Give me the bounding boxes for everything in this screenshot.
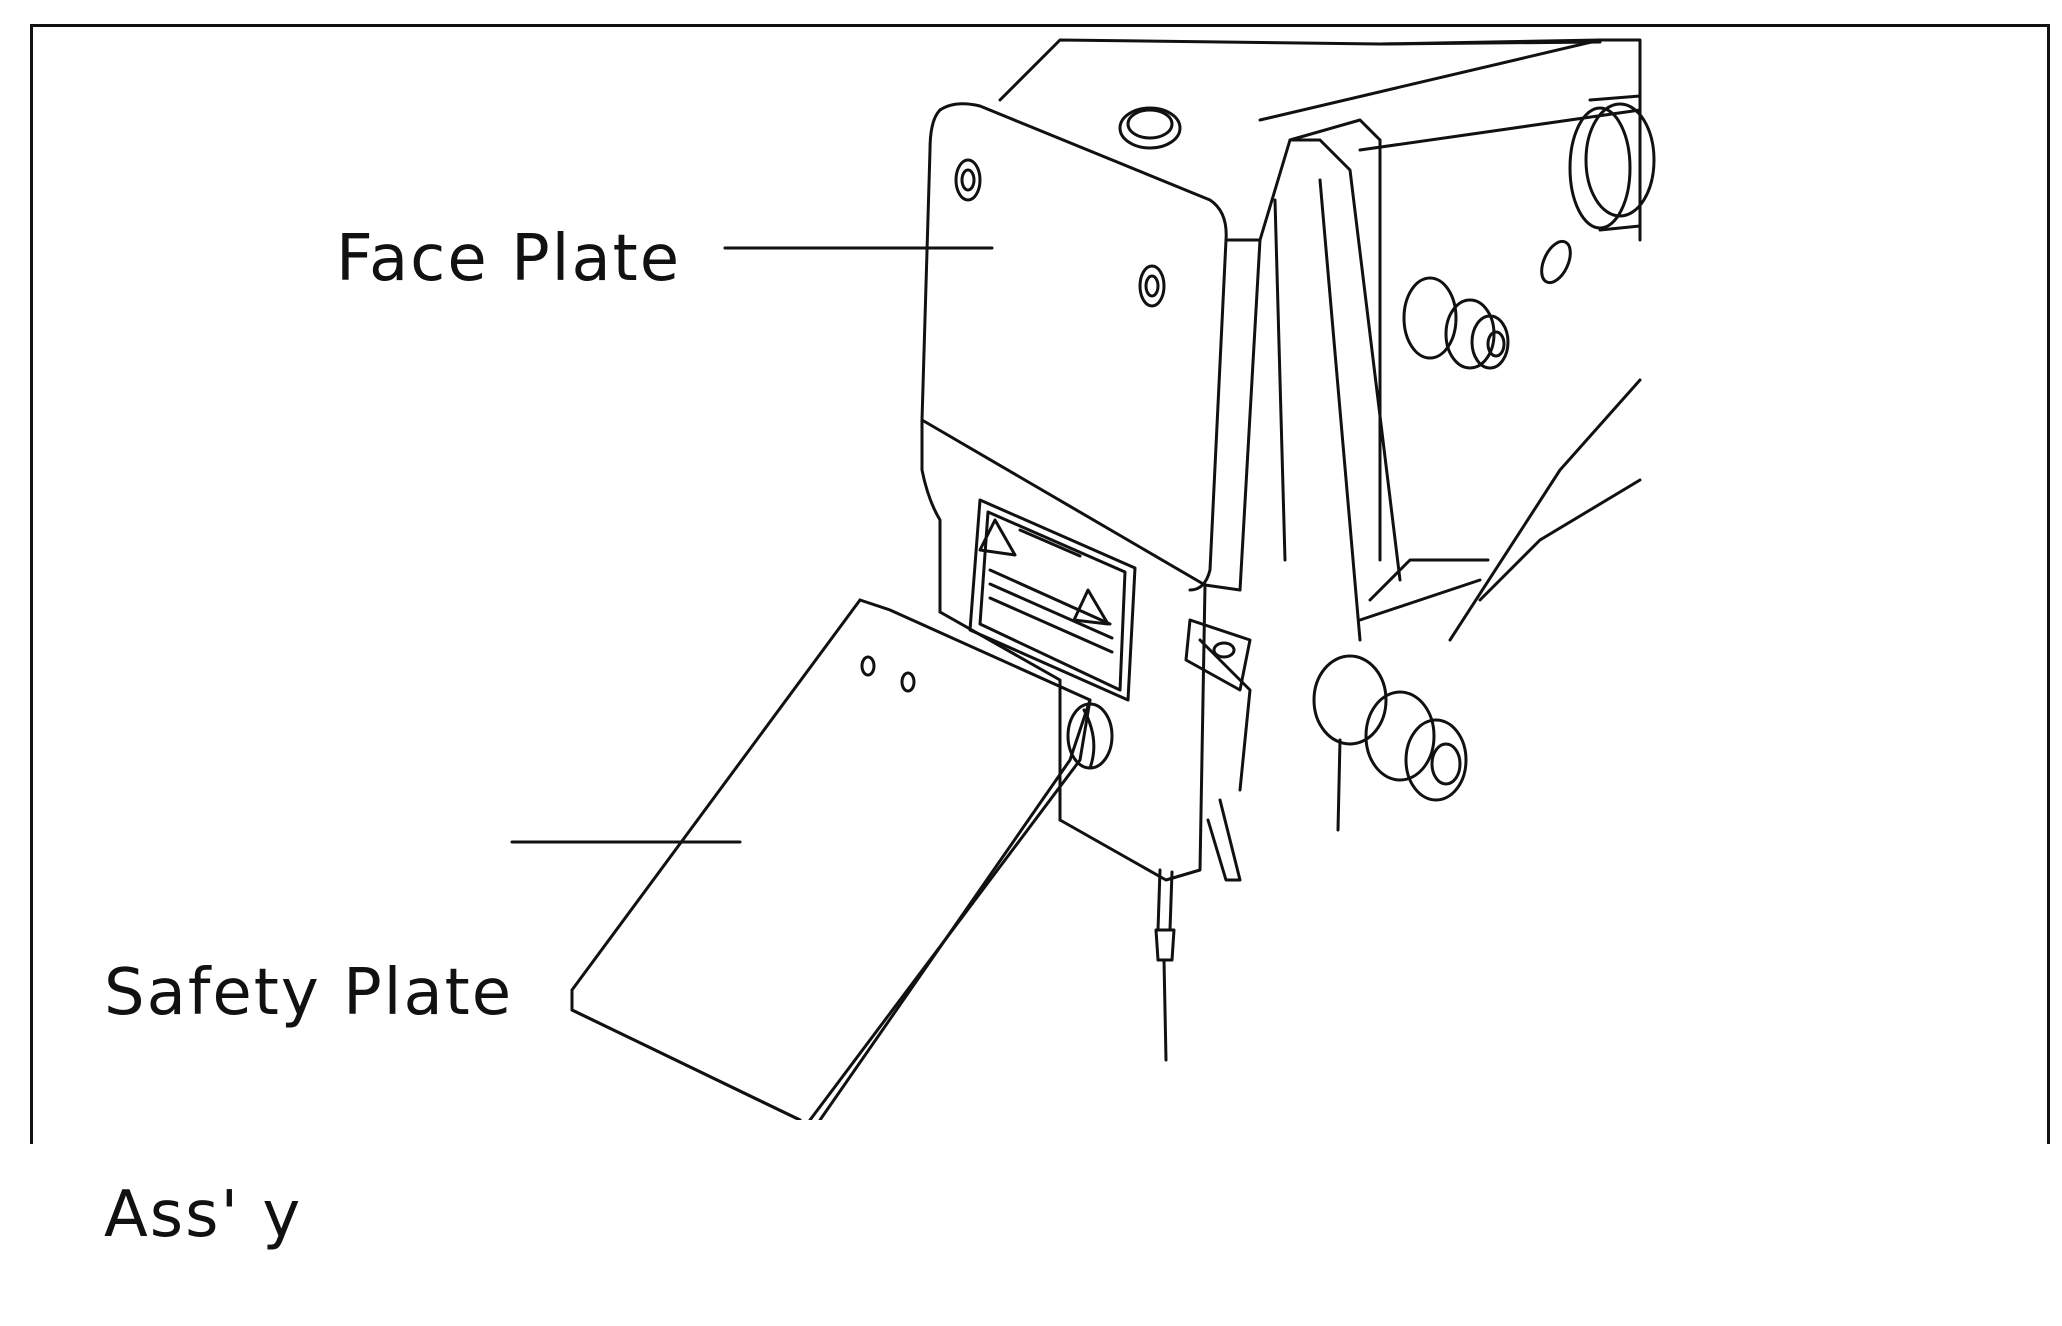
sewing-machine-illustration <box>510 38 1656 1120</box>
machine-head <box>920 118 1402 882</box>
machine-arm <box>998 38 1656 642</box>
face-plate <box>920 102 1262 592</box>
thread-take-up <box>1184 558 1490 692</box>
thread-tension-dial-lower <box>1312 654 1468 832</box>
thread-tension-dial-upper <box>1402 276 1510 370</box>
caution-label <box>968 498 1137 702</box>
oil-cap <box>1118 106 1182 150</box>
safety-plate <box>570 598 1114 1120</box>
needle <box>1154 638 1252 1062</box>
safety-plate-callout-line1: Safety Plate <box>104 956 514 1030</box>
safety-plate-callout: Safety Plate Ass' y <box>104 808 513 1326</box>
figure-frame <box>30 24 2050 1144</box>
safety-plate-callout-line2: Ass' y <box>104 1178 303 1252</box>
face-plate-callout: Face Plate <box>336 222 682 296</box>
